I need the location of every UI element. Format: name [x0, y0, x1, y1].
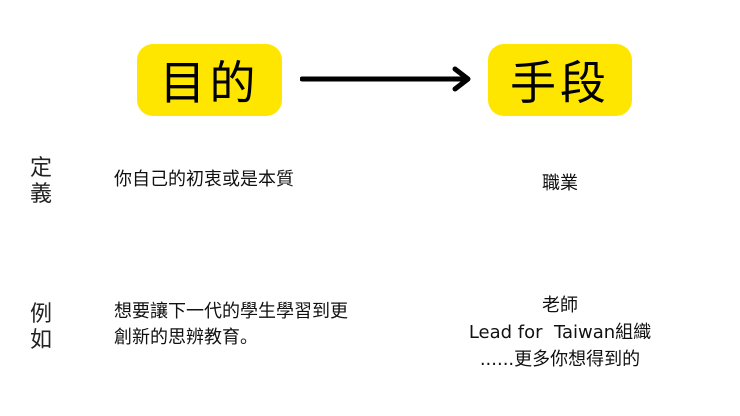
- means-box: 手段: [488, 44, 632, 116]
- text-line: 職業: [542, 173, 578, 194]
- definition-row-label: 定 義: [28, 156, 54, 208]
- label-char: 定: [29, 156, 52, 181]
- text-line: 創新的思辨教育。: [114, 327, 258, 348]
- definition-means-text: 職業: [490, 170, 630, 197]
- example-purpose-text: 想要讓下一代的學生學習到更 創新的思辨教育。: [114, 299, 348, 351]
- text-line: 想要讓下一代的學生學習到更: [114, 301, 348, 322]
- right-arrow-icon: [300, 66, 471, 92]
- label-char: 如: [29, 328, 52, 353]
- text-line: 你自己的初衷或是本質: [114, 169, 294, 190]
- label-char: 例: [29, 302, 52, 327]
- definition-purpose-text: 你自己的初衷或是本質: [114, 167, 294, 193]
- means-label: 手段: [510, 56, 610, 110]
- example-row-label: 例 如: [28, 302, 54, 354]
- text-line: ......更多你想得到的: [479, 349, 641, 370]
- text-line: 老師: [542, 295, 578, 316]
- purpose-box: 目的: [137, 44, 282, 116]
- example-means-text: 老師 Lead for Taiwan組織 ......更多你想得到的: [420, 292, 700, 373]
- text-line: Lead for Taiwan組織: [468, 322, 652, 343]
- purpose-label: 目的: [159, 56, 260, 110]
- label-char: 義: [29, 182, 52, 207]
